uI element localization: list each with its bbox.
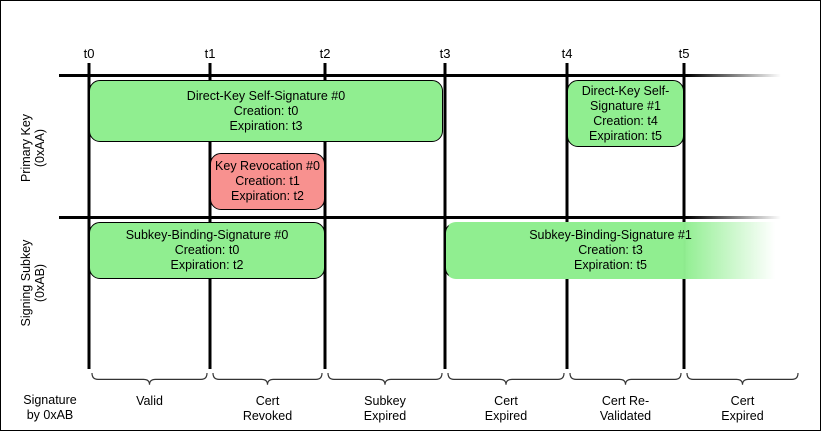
phase-label-cert-expired-1-line2: Expired bbox=[484, 409, 528, 423]
signature-title-key-revocation-0: Key Revocation #0 bbox=[215, 159, 320, 173]
signature-expiration-direct-key-self-signature-1: Expiration: t5 bbox=[589, 128, 662, 143]
time-tick-label-t0: t0 bbox=[83, 46, 95, 61]
phase-label-cert-expired-2-line1: Cert bbox=[730, 394, 755, 408]
phase-label-cert-revalidated-line1: Cert Re- bbox=[601, 394, 650, 408]
lane-axis-primary-key bbox=[59, 74, 781, 77]
lane-label-primary-key-line2: (0xAA) bbox=[33, 128, 47, 168]
phase-label-cert-revalidated-line2: Validated bbox=[599, 409, 652, 423]
signature-creation-subkey-binding-signature-1: Creation: t3 bbox=[578, 243, 643, 257]
signature-title-subkey-binding-signature-0: Subkey-Binding-Signature #0 bbox=[125, 228, 289, 242]
phase-label-cert-expired-2-line2: Expired bbox=[721, 409, 764, 423]
phase-label-subkey-expired-line1: Subkey bbox=[364, 394, 406, 408]
signature-expiration-subkey-binding-signature-1: Expiration: t5 bbox=[574, 258, 647, 272]
lane-label-signing-subkey-line1: Signing Subkey bbox=[19, 239, 33, 327]
signature-expiration-direct-key-self-signature-0: Expiration: t3 bbox=[229, 118, 303, 133]
lane-label-primary-key-line1: Primary Key bbox=[19, 113, 33, 183]
signature-creation-direct-key-self-signature-1: Creation: t4 bbox=[593, 113, 658, 128]
phase-brace-cert-revalidated bbox=[570, 373, 681, 390]
phase-label-valid-line1: Valid bbox=[136, 394, 163, 408]
phase-label-cert-revoked-line1: Cert bbox=[255, 394, 280, 408]
footer-caption: Signature by 0xAB bbox=[15, 393, 85, 423]
signature-title-direct-key-self-signature-0: Direct-Key Self-Signature #0 bbox=[186, 88, 346, 103]
phase-brace-valid bbox=[92, 373, 207, 390]
signature-title-subkey-binding-signature-1: Subkey-Binding-Signature #1 bbox=[529, 228, 692, 242]
lane-label-signing-subkey-line2: (0xAB) bbox=[33, 263, 47, 303]
phase-brace-cert-revoked bbox=[213, 373, 322, 390]
signature-title-direct-key-self-signature-1: Direct-Key Self- bbox=[581, 83, 670, 98]
signature-expiration-subkey-binding-signature-0: Expiration: t2 bbox=[170, 258, 244, 272]
phase-brace-cert-expired-2 bbox=[687, 373, 798, 390]
lane-label-primary-key: Primary Key (0xAA) bbox=[19, 88, 47, 208]
signature-creation-subkey-binding-signature-0: Creation: t0 bbox=[174, 243, 240, 257]
time-tick-label-t4: t4 bbox=[561, 46, 573, 61]
phase-label-cert-revalidated: Cert Re-Validated bbox=[600, 394, 651, 424]
footer-caption-line2: by 0xAB bbox=[26, 408, 74, 422]
time-tick-label-t3: t3 bbox=[439, 46, 451, 61]
time-tick-label-t2: t2 bbox=[319, 46, 331, 61]
lane-axis-signing-subkey bbox=[59, 216, 781, 219]
signature-creation-key-revocation-0: Creation: t1 bbox=[235, 174, 300, 188]
time-tick-label-t5: t5 bbox=[678, 46, 690, 61]
phase-label-subkey-expired-line2: Expired bbox=[363, 409, 407, 423]
signature-title2-direct-key-self-signature-1: Signature #1 bbox=[590, 98, 661, 113]
phase-label-cert-revoked-line2: Revoked bbox=[242, 409, 293, 423]
lane-label-signing-subkey: Signing Subkey (0xAB) bbox=[19, 223, 47, 343]
signature-creation-direct-key-self-signature-0: Creation: t0 bbox=[233, 103, 299, 118]
phase-brace-subkey-expired bbox=[328, 373, 442, 390]
phase-label-cert-expired-1-line1: Cert bbox=[494, 394, 518, 408]
time-tick-label-t1: t1 bbox=[204, 46, 216, 61]
phase-brace-cert-expired-1 bbox=[448, 373, 564, 390]
signature-expiration-key-revocation-0: Expiration: t2 bbox=[231, 189, 304, 203]
phase-label-valid: Valid bbox=[136, 394, 163, 409]
footer-caption-line1: Signature bbox=[23, 393, 77, 407]
